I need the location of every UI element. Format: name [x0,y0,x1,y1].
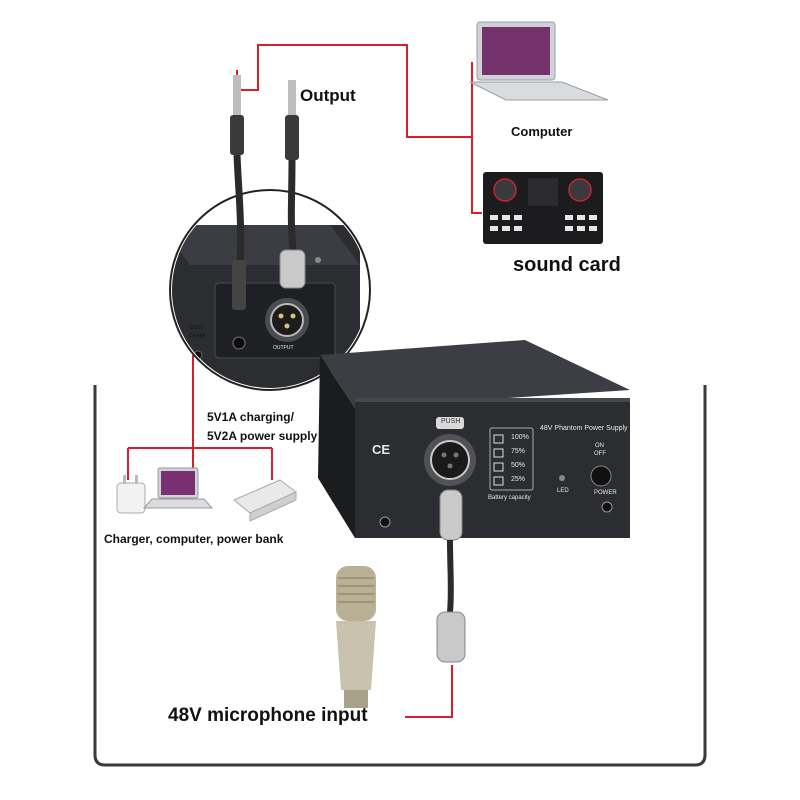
computer-label: Computer [511,124,573,139]
charging-label-1: 5V1A charging/ [207,410,294,424]
led-label: LED [557,488,569,494]
ce-mark: CE [372,442,391,457]
small-laptop-icon [142,467,214,509]
panel-title: 48V Phantom Power Supply [540,425,628,432]
outer-frame [93,385,707,767]
sound-card-label: sound card [513,254,621,276]
charger-icon [116,475,146,514]
wire-mic [405,665,453,718]
battery-capacity-label: Battery capacity [488,495,531,501]
connection-wires [127,44,482,718]
output-jack-label: OUTPUT [273,345,294,351]
phantom-power-device [318,340,630,538]
on-label: ON [595,443,604,449]
wire-soundcard [471,137,482,214]
mic-cable [436,489,466,663]
wire-output-top [237,44,472,138]
off-label: OFF [594,451,606,457]
microphone-icon [336,566,376,708]
push-label: PUSH [441,418,461,425]
mic-input-label: 48V microphone input [168,705,368,726]
battery-75: 75% [511,448,526,455]
charging-label-2: 5V2A power supply [207,429,318,443]
power-label: POWER [594,490,617,496]
dc5v-label: DC5V [190,325,204,331]
laptop-icon [469,21,609,101]
sound-card-icon [483,172,603,244]
output-label: Output [300,86,356,105]
output-cables [230,75,306,310]
battery-100: 100% [511,434,529,441]
power-bank-icon [233,479,297,522]
charger-caption: Charger, computer, power bank [104,532,284,546]
battery-50: 50% [511,462,526,469]
charge-label: Charge [189,333,206,339]
battery-25: 25% [511,476,526,483]
